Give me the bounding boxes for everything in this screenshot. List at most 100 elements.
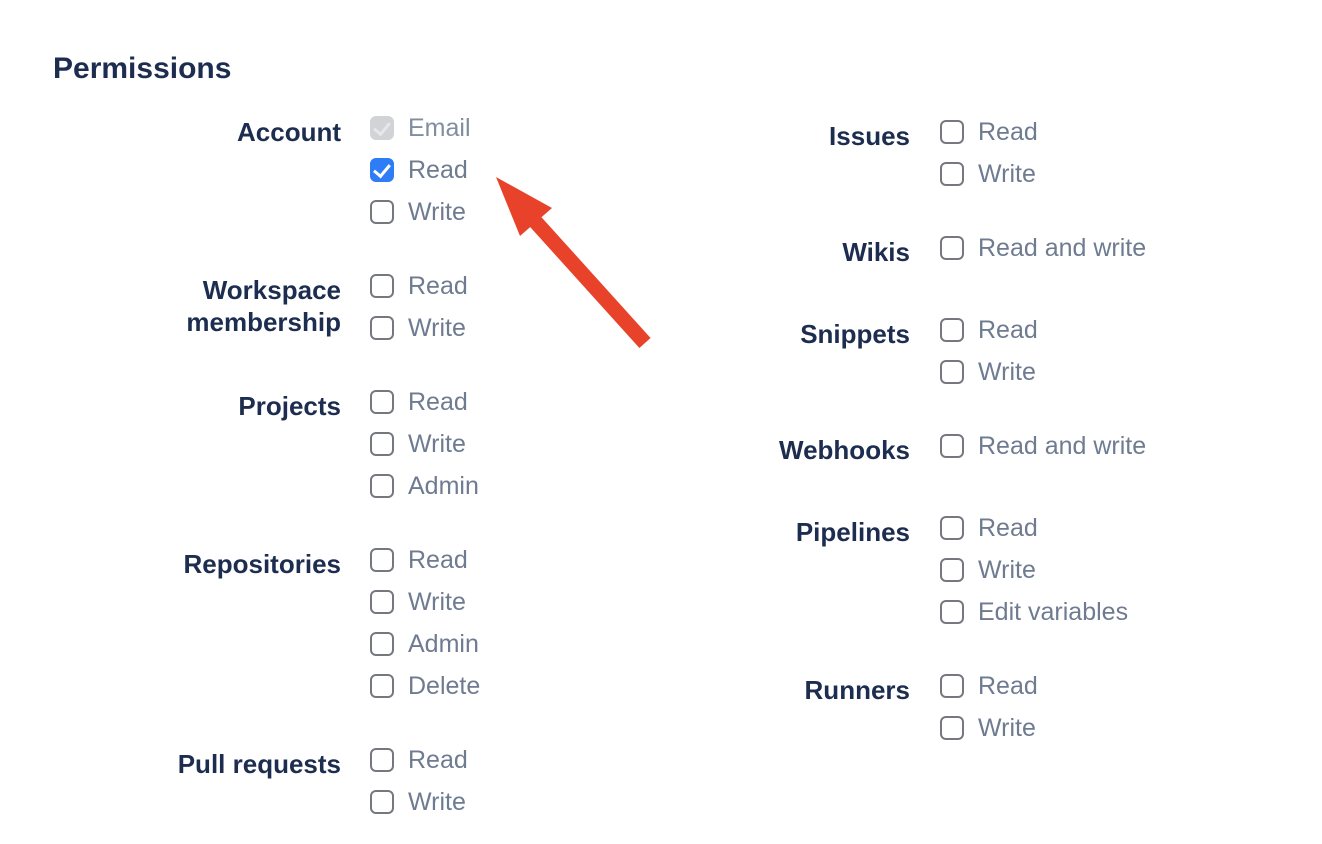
workspace-write-checkbox[interactable] — [370, 316, 394, 340]
wikis-read-write-label: Read and write — [978, 234, 1147, 262]
pipelines-edit-variables-label: Edit variables — [978, 598, 1129, 626]
runners-write-option[interactable]: Write — [940, 714, 1038, 742]
group-label-workspace-membership: Workspace membership — [186, 275, 341, 337]
group-label-account: Account — [237, 117, 341, 147]
wikis-read-write-option[interactable]: Read and write — [940, 234, 1147, 262]
perm-group-snippets: Snippets Read Write — [650, 316, 1146, 386]
page-title: Permissions — [53, 52, 232, 85]
group-label-runners: Runners — [804, 675, 910, 705]
group-label-wikis: Wikis — [842, 237, 910, 267]
perm-group-issues: Issues Read Write — [650, 118, 1146, 188]
repositories-read-label: Read — [408, 546, 468, 574]
perm-group-wikis: Wikis Read and write — [650, 236, 1146, 268]
projects-admin-checkbox[interactable] — [370, 474, 394, 498]
pipelines-read-checkbox[interactable] — [940, 516, 964, 540]
account-email-checkbox — [370, 116, 394, 140]
account-email-option: Email — [370, 114, 471, 142]
account-read-option[interactable]: Read — [370, 158, 471, 183]
group-label-webhooks: Webhooks — [779, 435, 910, 465]
repositories-read-option[interactable]: Read — [370, 546, 480, 574]
account-email-label: Email — [408, 114, 471, 142]
perm-group-repositories: Repositories Read Write Admin — [53, 546, 650, 700]
projects-read-label: Read — [408, 388, 468, 416]
pull-requests-read-option[interactable]: Read — [370, 746, 468, 774]
runners-read-label: Read — [978, 672, 1038, 700]
projects-admin-option[interactable]: Admin — [370, 472, 479, 500]
projects-read-option[interactable]: Read — [370, 388, 479, 416]
projects-read-checkbox[interactable] — [370, 390, 394, 414]
projects-write-label: Write — [408, 430, 466, 458]
account-write-option[interactable]: Write — [370, 198, 471, 226]
snippets-read-option[interactable]: Read — [940, 316, 1038, 344]
perm-group-projects: Projects Read Write Admin — [53, 388, 650, 500]
pull-requests-read-checkbox[interactable] — [370, 748, 394, 772]
permissions-columns: Account Email Read Write — [53, 116, 1322, 844]
snippets-write-checkbox[interactable] — [940, 360, 964, 384]
pull-requests-write-option[interactable]: Write — [370, 788, 468, 816]
repositories-admin-label: Admin — [408, 630, 479, 658]
repositories-delete-checkbox[interactable] — [370, 674, 394, 698]
pipelines-read-label: Read — [978, 514, 1038, 542]
repositories-delete-option[interactable]: Delete — [370, 672, 481, 700]
perm-group-workspace-membership: Workspace membership Read Write — [53, 272, 650, 342]
perm-group-runners: Runners Read Write — [650, 672, 1146, 742]
snippets-read-label: Read — [978, 316, 1038, 344]
account-read-checkbox[interactable] — [370, 158, 394, 182]
pull-requests-read-label: Read — [408, 746, 468, 774]
snippets-write-label: Write — [978, 358, 1036, 386]
group-label-issues: Issues — [829, 121, 910, 151]
issues-write-checkbox[interactable] — [940, 162, 964, 186]
runners-write-checkbox[interactable] — [940, 716, 964, 740]
workspace-read-option[interactable]: Read — [370, 272, 468, 300]
pipelines-edit-variables-option[interactable]: Edit variables — [940, 598, 1129, 626]
snippets-write-option[interactable]: Write — [940, 358, 1038, 386]
snippets-read-checkbox[interactable] — [940, 318, 964, 342]
perm-group-pipelines: Pipelines Read Write Edit variables — [650, 514, 1146, 626]
perm-group-webhooks: Webhooks Read and write — [650, 434, 1146, 466]
webhooks-read-write-checkbox[interactable] — [940, 434, 964, 458]
webhooks-read-write-option[interactable]: Read and write — [940, 432, 1147, 460]
wikis-read-write-checkbox[interactable] — [940, 236, 964, 260]
pull-requests-write-label: Write — [408, 788, 466, 816]
permissions-column-left: Account Email Read Write — [53, 116, 650, 844]
group-label-pipelines: Pipelines — [795, 517, 910, 547]
issues-read-checkbox[interactable] — [940, 120, 964, 144]
repositories-admin-checkbox[interactable] — [370, 632, 394, 656]
issues-write-label: Write — [978, 160, 1036, 188]
webhooks-read-write-label: Read and write — [978, 432, 1147, 460]
projects-write-option[interactable]: Write — [370, 430, 479, 458]
workspace-write-label: Write — [408, 314, 466, 342]
perm-group-pull-requests: Pull requests Read Write — [53, 746, 650, 816]
projects-write-checkbox[interactable] — [370, 432, 394, 456]
perm-group-account: Account Email Read Write — [53, 114, 650, 226]
pull-requests-write-checkbox[interactable] — [370, 790, 394, 814]
workspace-write-option[interactable]: Write — [370, 314, 468, 342]
group-label-snippets: Snippets — [800, 319, 910, 349]
workspace-read-checkbox[interactable] — [370, 274, 394, 298]
pipelines-write-checkbox[interactable] — [940, 558, 964, 582]
workspace-read-label: Read — [408, 272, 468, 300]
runners-write-label: Write — [978, 714, 1036, 742]
repositories-read-checkbox[interactable] — [370, 548, 394, 572]
account-write-label: Write — [408, 198, 466, 226]
repositories-delete-label: Delete — [408, 672, 481, 700]
projects-admin-label: Admin — [408, 472, 479, 500]
pipelines-write-label: Write — [978, 556, 1036, 584]
repositories-write-checkbox[interactable] — [370, 590, 394, 614]
issues-read-label: Read — [978, 118, 1038, 146]
repositories-admin-option[interactable]: Admin — [370, 630, 480, 658]
permissions-column-right: Issues Read Write Wikis — [650, 116, 1146, 790]
account-write-checkbox[interactable] — [370, 200, 394, 224]
issues-write-option[interactable]: Write — [940, 160, 1038, 188]
pipelines-read-option[interactable]: Read — [940, 514, 1128, 542]
group-label-pull-requests: Pull requests — [177, 749, 341, 779]
issues-read-option[interactable]: Read — [940, 118, 1038, 146]
repositories-write-option[interactable]: Write — [370, 590, 480, 615]
pipelines-write-option[interactable]: Write — [940, 556, 1128, 584]
runners-read-option[interactable]: Read — [940, 672, 1038, 700]
runners-read-checkbox[interactable] — [940, 674, 964, 698]
group-label-repositories: Repositories — [183, 549, 342, 579]
group-label-projects: Projects — [238, 391, 341, 421]
pipelines-edit-variables-checkbox[interactable] — [940, 600, 964, 624]
